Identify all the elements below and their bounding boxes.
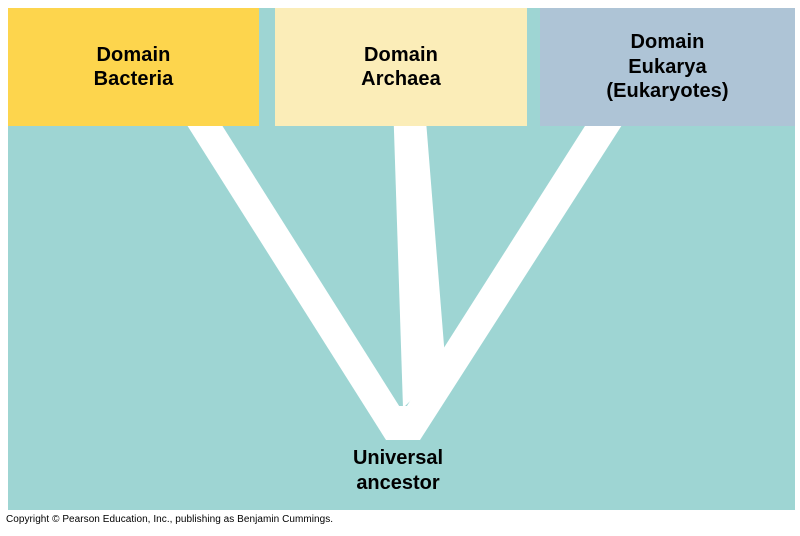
domain-box-bacteria: Domain Bacteria <box>8 8 259 126</box>
domain-label-bacteria: Domain Bacteria <box>93 43 174 90</box>
domain-label-eukarya: Domain Eukarya (Eukaryotes) <box>606 31 729 103</box>
domain-box-eukarya: Domain Eukarya (Eukaryotes) <box>540 8 795 126</box>
copyright-notice: Copyright © Pearson Education, Inc., pub… <box>6 514 334 525</box>
domain-box-archaea: Domain Archaea <box>275 8 527 126</box>
universal-ancestor-label: Universal ancestor <box>352 447 444 494</box>
domain-label-archaea: Domain Archaea <box>361 43 441 90</box>
branch-apex-joint <box>383 406 433 440</box>
